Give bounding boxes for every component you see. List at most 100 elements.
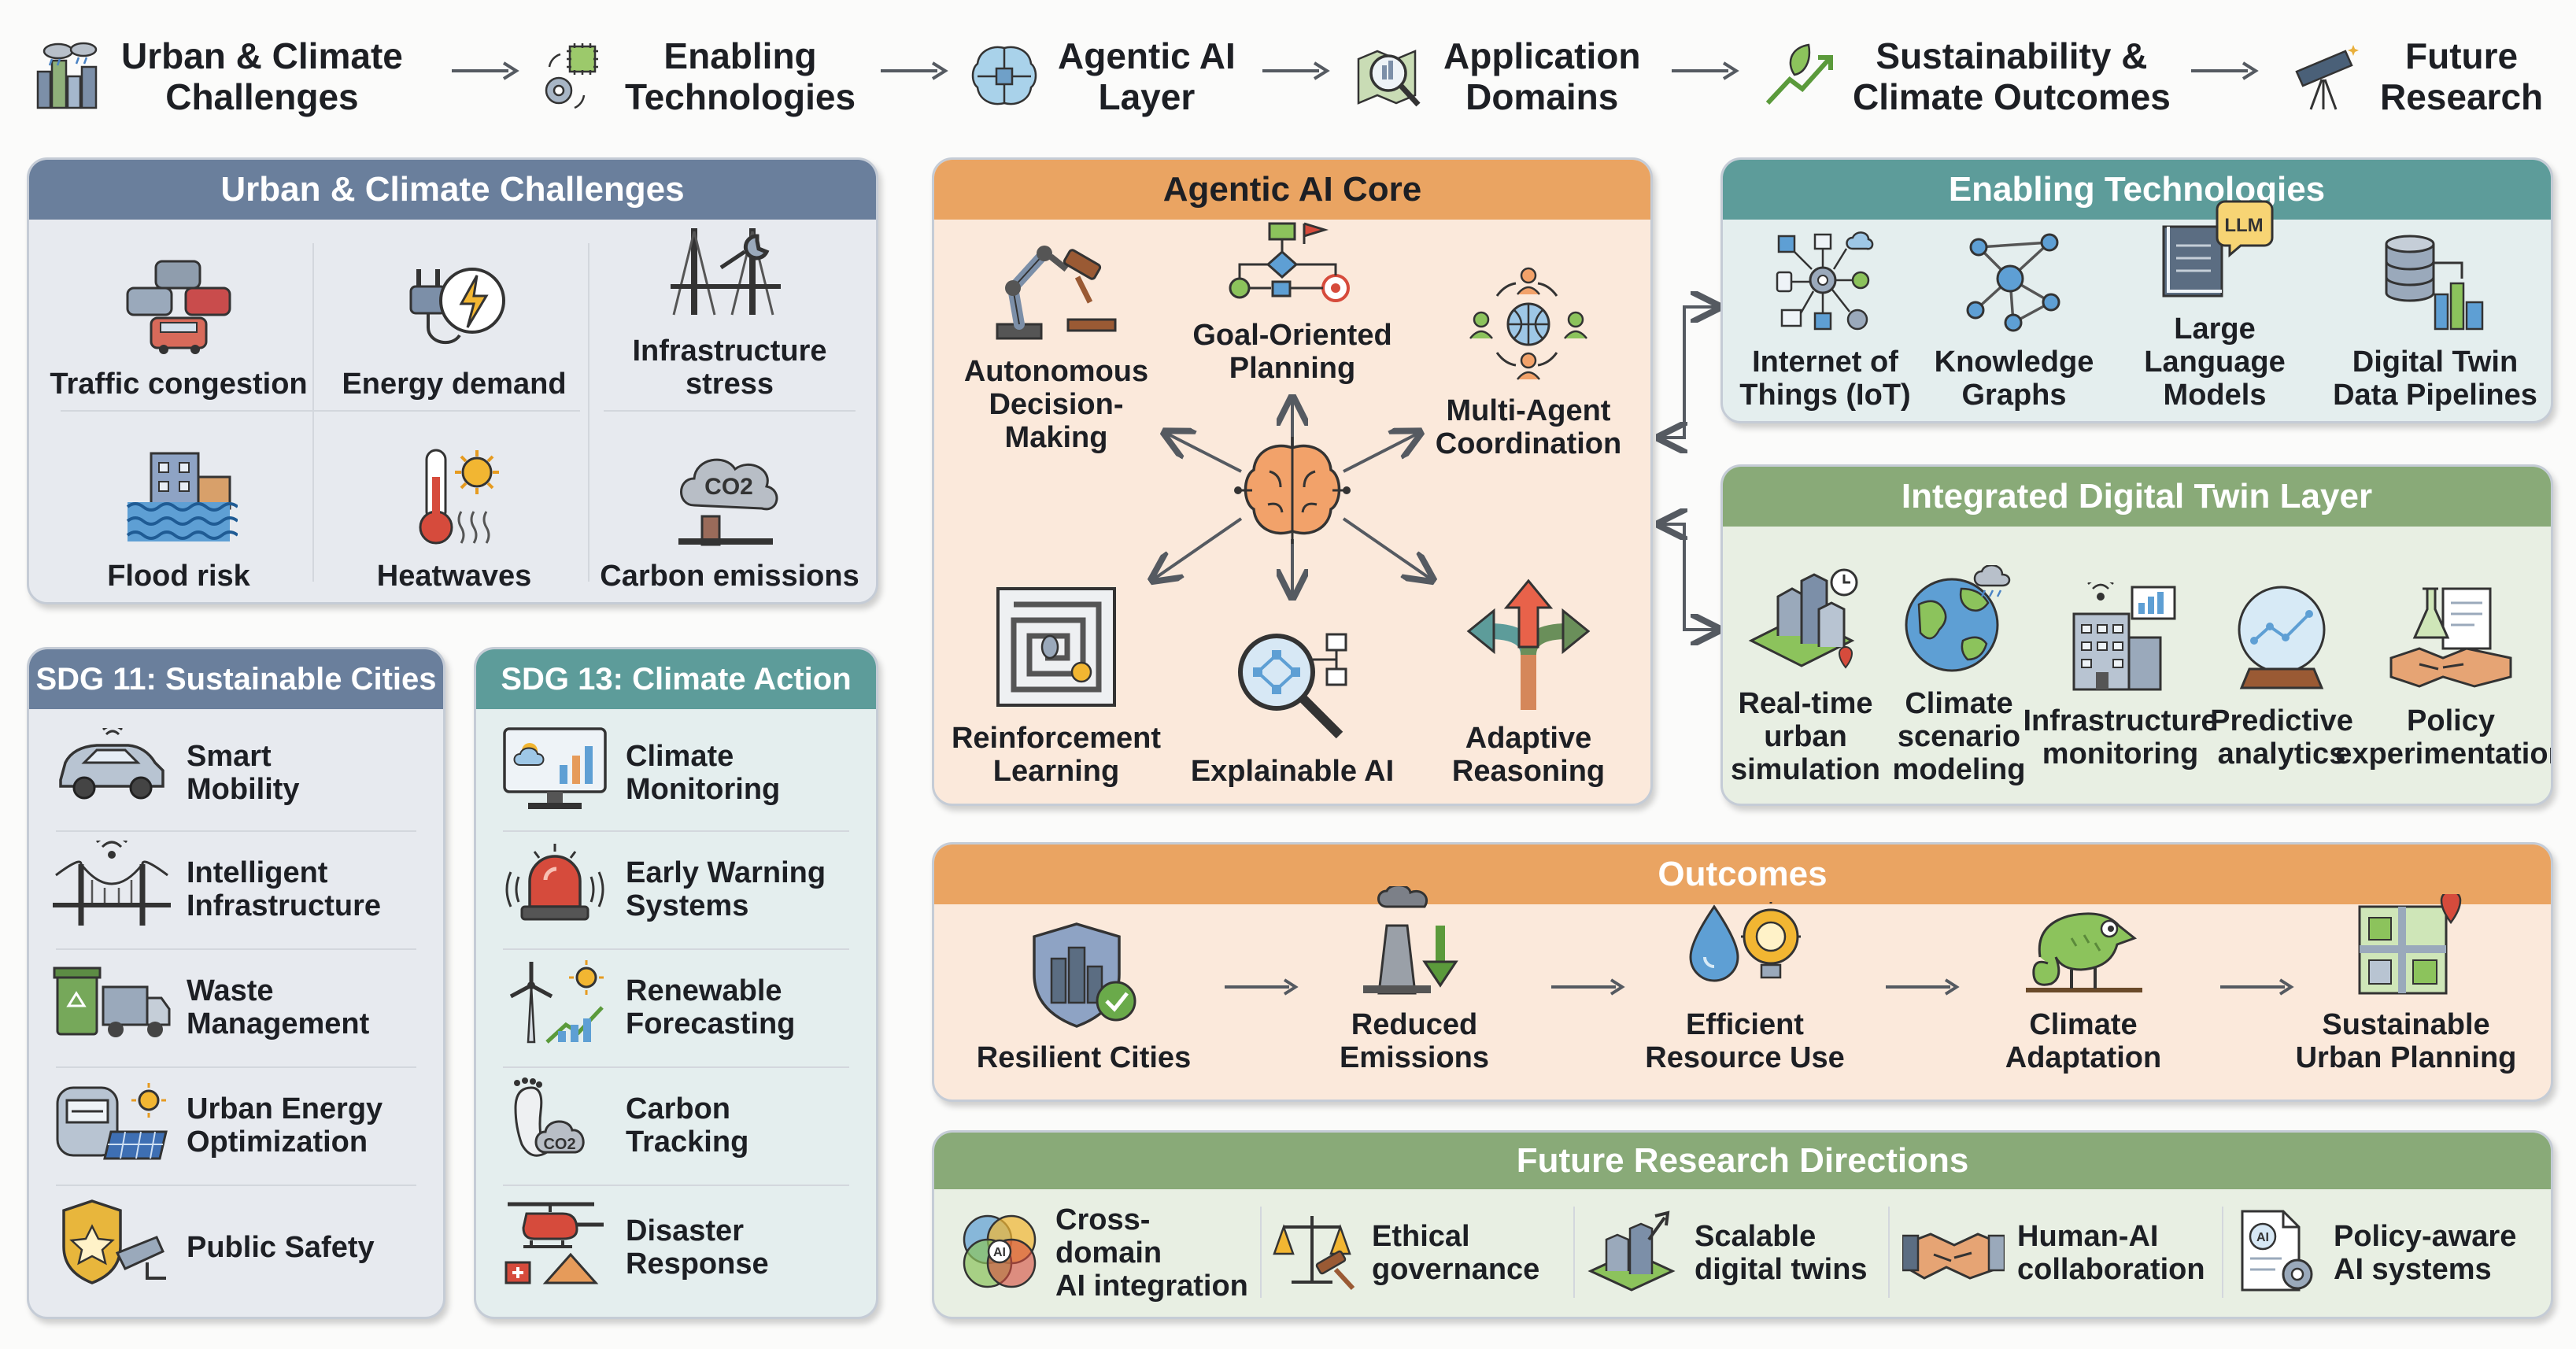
enabling-iot: Internet of Things (IoT) [1731,220,1920,412]
divider [56,1185,416,1186]
sdg13-renewable-forecasting: Renewable Forecasting [500,956,852,1059]
cars-icon [120,253,238,360]
outcome-arrow-2 [1551,978,1625,996]
twin-infrastructure-monitoring-label: Infrastructure monitoring [2023,704,2218,771]
sdg11-smart-mobility-label: Smart Mobility [187,740,300,806]
llm-text: LLM [2224,215,2263,236]
divider [56,948,416,950]
sdg13-renewable-forecasting-label: Renewable Forecasting [626,974,796,1040]
future-scalable-twins: Scalable digital twins [1587,1200,1887,1306]
outcome-resilient-cities-label: Resilient Cities [976,1041,1192,1074]
sdg11-waste-management: Waste Management [53,956,419,1059]
divider [588,243,589,582]
core-panel: Agentic AI Core Goal-Oriented Planning [932,157,1653,806]
sdg11-public-safety: Public Safety [53,1192,419,1303]
sdg11-intelligent-infrastructure: Intelligent Infrastructure [53,834,419,941]
connector-to-twin [1662,523,1716,630]
handshake-flask-icon [2388,582,2514,697]
document-ai-icon: AI [2234,1208,2321,1299]
challenge-heatwaves-label: Heatwaves [376,560,532,593]
future-scalable-twins-label: Scalable digital twins [1695,1220,1868,1286]
helicopter-icon [500,1195,626,1293]
outcome-climate-adaptation: Climate Adaptation [1950,904,2217,1074]
meter-solar-icon [53,1077,187,1167]
flow-arrow-4 [1672,61,1739,80]
enabling-panel: Enabling Technologies Internet of Things… [1720,157,2553,423]
twin-predictive-analytics-label: Predictive analytics [2210,704,2353,771]
future-human-ai-label: Human-AI collaboration [2017,1220,2205,1286]
divider [61,410,328,412]
core-reinforcement-learning-label: Reinforcement Learning [951,722,1162,788]
enabling-digital-twin-pipelines: Digital Twin Data Pipelines [2329,220,2541,412]
flow-label-technologies: Enabling Technologies [625,35,856,117]
outcome-sustainable-planning-label: Sustainable Urban Planning [2295,1008,2517,1074]
core-multi-agent-label: Multi-Agent Coordination [1435,394,1622,460]
recycle-truck-icon [53,959,187,1049]
challenge-flood: Flood risk [45,419,312,593]
footprint-co2-icon: CO2 [500,1077,626,1167]
flow-step-future: Future Research [2290,17,2543,135]
outcome-climate-adaptation-label: Climate Adaptation [2005,1008,2162,1074]
core-goal-planning-label: Goal-Oriented Planning [1192,319,1392,385]
telescope-icon [2290,40,2363,113]
flow-arrow-3 [1262,61,1330,80]
wind-solar-icon [500,959,626,1049]
divider [56,830,416,832]
graph-icon [1963,231,2065,338]
challenge-carbon-label: Carbon emissions [600,560,859,593]
flooded-house-icon [120,445,239,552]
flow-step-domains: Application Domains [1354,17,1640,135]
challenge-traffic: Traffic congestion [45,227,312,401]
core-explainable-ai: Explainable AI [1170,597,1414,788]
maze-mouse-icon [993,584,1119,714]
brain-circuit-icon [968,40,1040,113]
sdg11-panel: SDG 11: Sustainable Cities Smart Mobilit… [27,647,445,1319]
flow-arrow-2 [881,61,948,80]
challenges-title: Urban & Climate Challenges [29,160,876,220]
outcome-arrow-3 [1886,978,1960,996]
divider [503,830,849,832]
sdg11-urban-energy-label: Urban Energy Optimization [187,1092,383,1159]
outcome-arrow-4 [2220,978,2294,996]
sdg13-disaster-response: Disaster Response [500,1192,852,1303]
divider [312,243,314,582]
core-adaptive-reasoning-label: Adaptive Reasoning [1451,722,1606,788]
scales-gavel-icon [1273,1208,1359,1299]
divider [1260,1207,1262,1298]
top-flow: Urban & Climate Challenges Enabling Tech… [31,17,2545,135]
siren-icon [500,841,626,931]
city-growth-icon [1587,1208,1682,1299]
handshake-icon [1901,1212,2006,1295]
twin-climate-scenario: Climate scenario modeling [1884,527,2034,786]
brain-icon [1233,435,1351,549]
twin-climate-scenario-label: Climate scenario modeling [1892,687,2026,786]
enabling-llm-label: Large Language Models [2144,312,2286,412]
core-explainable-ai-label: Explainable AI [1190,755,1395,788]
challenge-energy-label: Energy demand [342,368,567,401]
core-arrow-upper-left [1167,434,1242,473]
sdg13-carbon-tracking: CO2 Carbon Tracking [500,1074,852,1177]
core-reinforcement-learning: Reinforcement Learning [942,571,1170,788]
connector-to-enabling [1662,307,1716,439]
enabling-digital-twin-pipelines-label: Digital Twin Data Pipelines [2333,346,2537,412]
core-autonomous-decision-label: Autonomous Decision-Making [963,355,1149,454]
future-policy-aware: AI Policy-aware AI systems [2234,1200,2533,1306]
sdg11-intelligent-infrastructure-label: Intelligent Infrastructure [187,856,382,922]
sdg13-carbon-tracking-label: Carbon Tracking [626,1092,749,1159]
robot-arm-gavel-icon [989,233,1123,347]
challenge-carbon: CO2 Carbon emissions [596,419,863,593]
flow-step-outcomes: Sustainability & Climate Outcomes [1763,17,2171,135]
venn-ai-icon: AI [956,1208,1043,1299]
challenge-infrastructure-label: Infrastructure stress [632,334,827,401]
core-multi-agent: Multi-Agent Coordination [1414,267,1643,460]
sdg11-smart-mobility: Smart Mobility [53,722,419,824]
sdg13-disaster-response-label: Disaster Response [626,1214,769,1281]
future-cross-domain-label: Cross-domain AI integration [1055,1203,1248,1303]
core-adaptive-reasoning: Adaptive Reasoning [1414,571,1643,788]
city-map-pin-icon [2347,889,2465,1000]
llm-book-icon: LLM [2156,198,2274,305]
sdg13-climate-monitoring-label: Climate Monitoring [626,740,781,806]
divider [2222,1207,2223,1298]
challenges-panel: Urban & Climate Challenges Traffic conge… [27,157,878,604]
twin-infrastructure-monitoring: Infrastructure monitoring [2023,527,2218,771]
